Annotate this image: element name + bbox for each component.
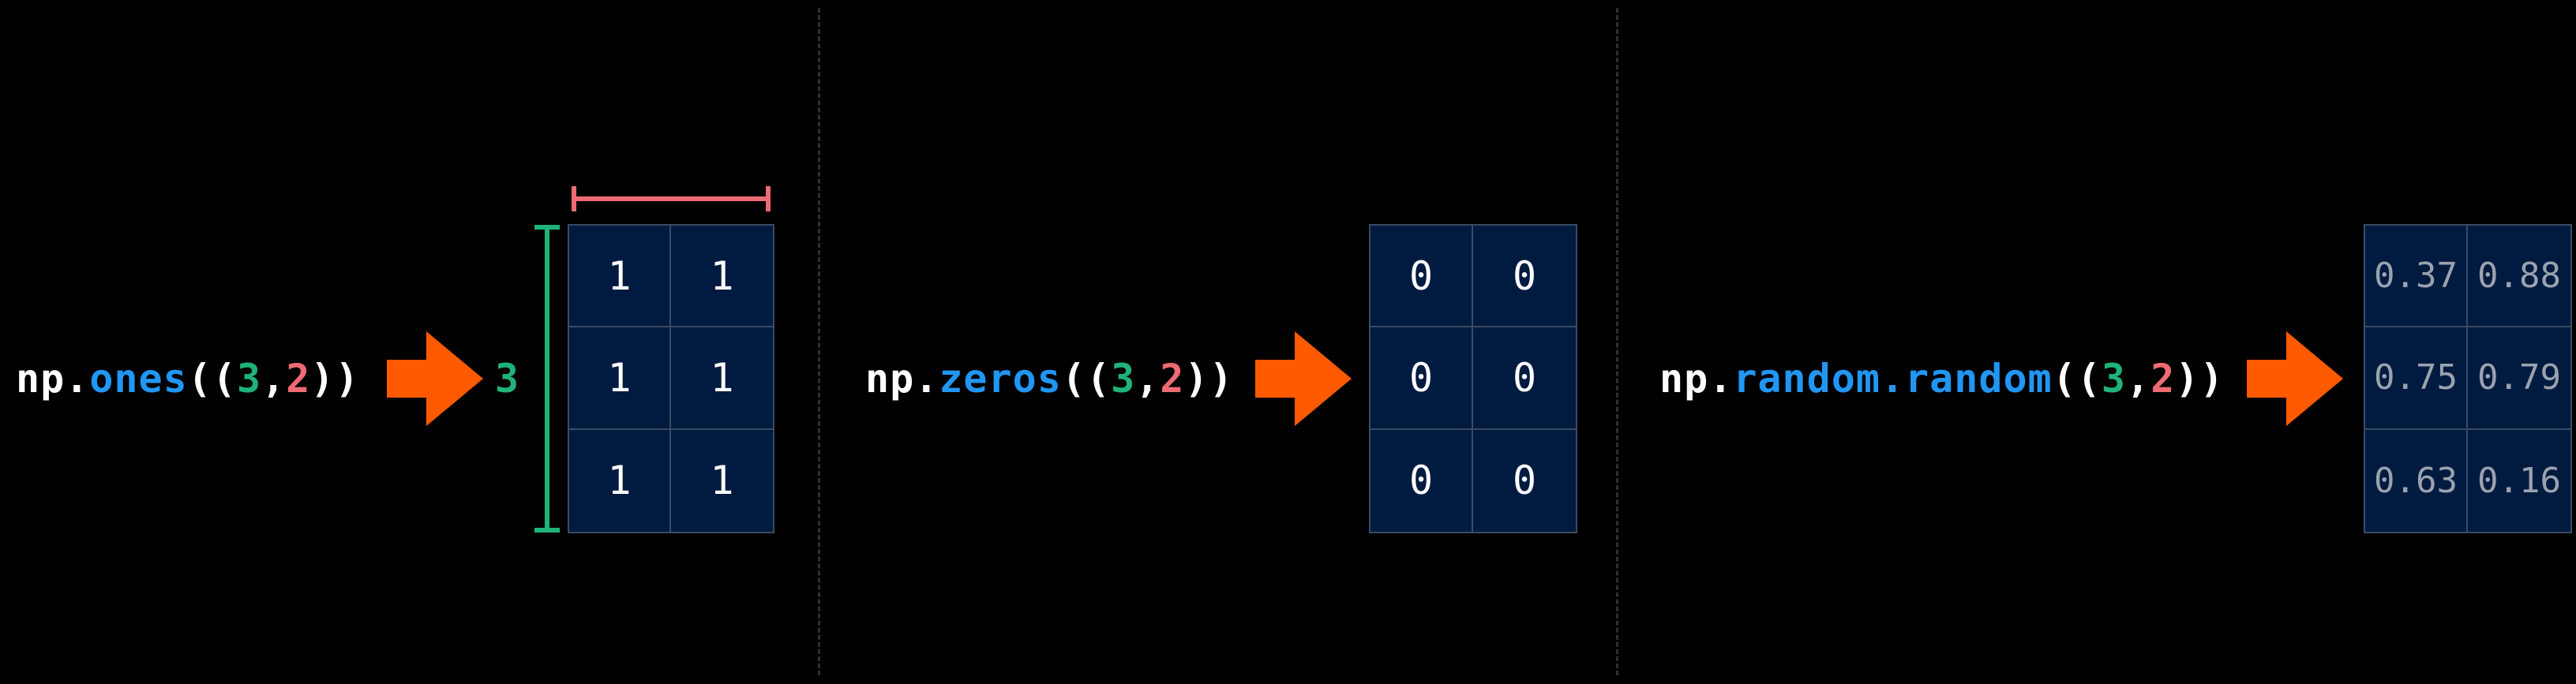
random-matrix: 0.37 0.88 0.75 0.79 0.63 0.16 — [2364, 224, 2572, 533]
code-np-random-random: np.random.random((3,2)) — [1659, 351, 2224, 406]
code-module: np — [16, 356, 66, 402]
code-function-name: zeros — [939, 356, 1062, 402]
matrix-cell: 0 — [1473, 327, 1576, 430]
code-dot: . — [1708, 356, 1734, 402]
matrix-cell: 0.88 — [2468, 226, 2570, 328]
code-function-name: ones — [89, 356, 188, 402]
code-comma: , — [261, 356, 287, 402]
code-open-paren: (( — [1061, 356, 1112, 402]
cols-dimension-bracket — [572, 186, 771, 211]
panel-divider — [818, 8, 820, 675]
matrix-cell: 1 — [710, 458, 734, 504]
matrix-cell: 0.63 — [2365, 429, 2468, 532]
matrix-cell: 0.37 — [2365, 226, 2468, 328]
code-cols-arg: 2 — [1160, 356, 1185, 402]
code-function-name: random.random — [1733, 356, 2053, 402]
matrix-cell: 0.16 — [2477, 460, 2561, 501]
matrix-cell: 1 — [671, 327, 773, 430]
matrix-cell: 1 — [569, 429, 671, 532]
matrix-cell: 0 — [1370, 429, 1473, 532]
matrix-cell: 0 — [1370, 327, 1473, 430]
rows-dimension-bracket — [534, 225, 560, 533]
rows-dimension-label: 3 — [495, 356, 519, 402]
code-open-paren: (( — [2052, 356, 2102, 402]
code-module: np — [1659, 356, 1709, 402]
matrix-cell: 1 — [569, 226, 671, 328]
code-cols-arg: 2 — [286, 356, 311, 402]
right-arrow-icon — [1255, 331, 1352, 426]
code-open-paren: (( — [187, 356, 237, 402]
code-np-ones: np.ones((3,2)) — [16, 351, 360, 406]
code-rows-arg: 3 — [236, 356, 262, 402]
code-dot: . — [914, 356, 939, 402]
matrix-cell: 0 — [1512, 458, 1537, 504]
right-arrow-icon — [2247, 331, 2343, 426]
code-rows-arg: 3 — [1111, 356, 1136, 402]
code-comma: , — [1135, 356, 1161, 402]
right-arrow-icon — [387, 331, 483, 426]
code-close-paren: )) — [2175, 356, 2225, 402]
matrix-cell: 1 — [569, 327, 671, 430]
code-close-paren: )) — [1184, 356, 1234, 402]
code-cols-arg: 2 — [2150, 356, 2176, 402]
code-close-paren: )) — [310, 356, 360, 402]
matrix-cell: 0.75 — [2365, 327, 2468, 430]
code-np-zeros: np.zeros((3,2)) — [865, 351, 1234, 406]
zeros-matrix: 0 0 0 0 0 0 — [1369, 224, 1577, 533]
ones-matrix: 1 1 1 1 1 1 — [568, 224, 774, 533]
matrix-cell: 0.79 — [2468, 327, 2570, 430]
matrix-cell: 0 — [1473, 226, 1576, 328]
panel-divider — [1616, 8, 1618, 675]
code-rows-arg: 3 — [2101, 356, 2126, 402]
code-comma: , — [2126, 356, 2151, 402]
matrix-cell: 0 — [1370, 226, 1473, 328]
matrix-cell: 1 — [671, 226, 773, 328]
code-module: np — [865, 356, 915, 402]
code-dot: . — [65, 356, 90, 402]
